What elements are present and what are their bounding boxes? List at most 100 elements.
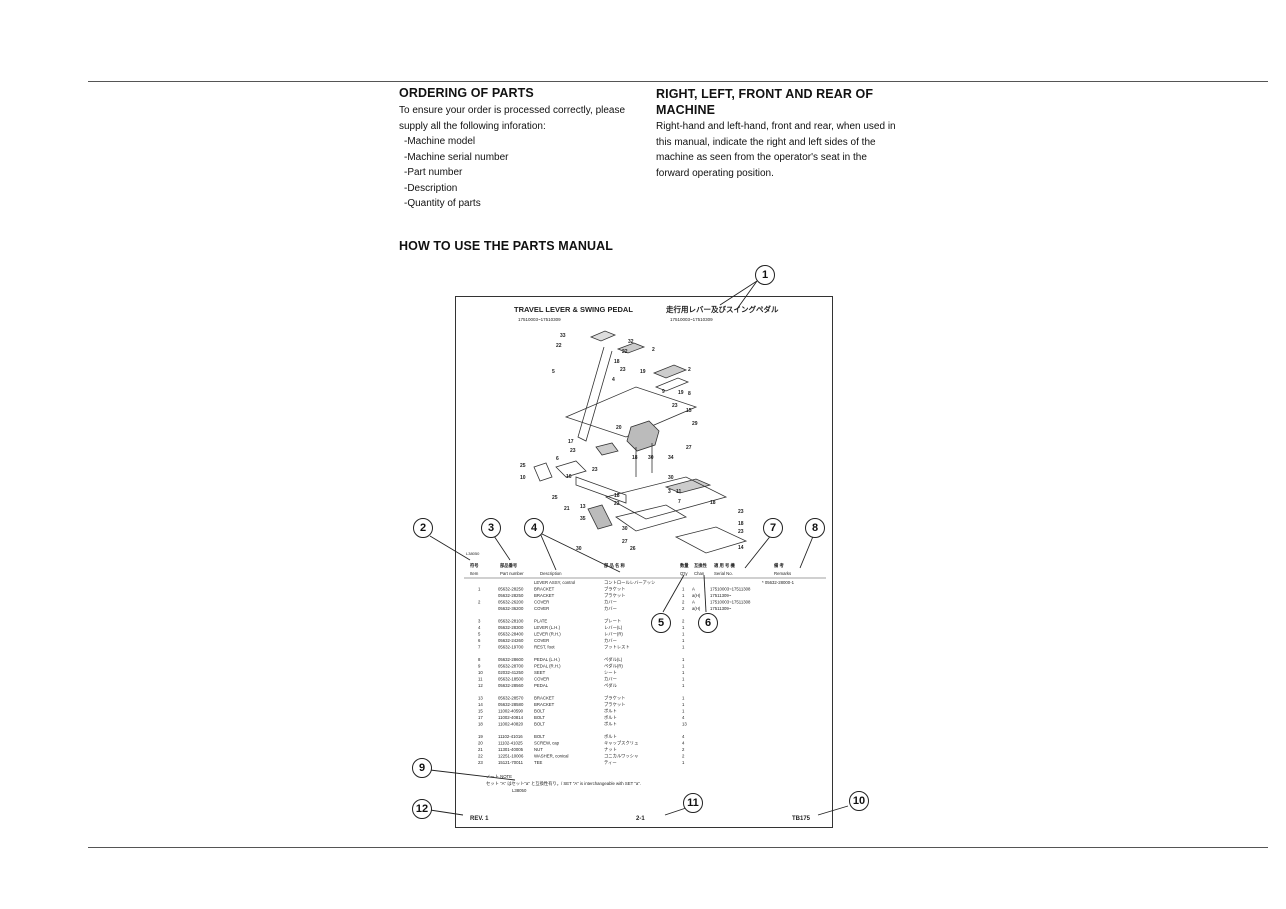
- callout-4: 4: [524, 518, 544, 538]
- table-cell: SCREW, cap: [534, 741, 560, 746]
- sample-page-drawing: TRAVEL LEVER & SWING PEDAL 走行用レバー及びスイングペ…: [464, 304, 826, 822]
- diagram-part-label: 23: [738, 529, 744, 535]
- callout-10: 10: [849, 791, 869, 811]
- diagram-part-label: 14: [738, 545, 744, 551]
- column-header-jp: 備 考: [774, 562, 784, 569]
- table-cell: 3: [478, 619, 481, 624]
- table-cell: 4: [682, 734, 685, 739]
- diagram-part-label: 33: [560, 333, 566, 339]
- table-cell: TEE: [534, 760, 542, 765]
- table-cell: COVER: [534, 638, 549, 643]
- table-cell: 15: [478, 709, 483, 714]
- table-cell: BOLT: [534, 709, 545, 714]
- table-cell: 14: [478, 702, 483, 707]
- table-cell: 1: [682, 677, 685, 682]
- table-cell: ブラケット: [604, 586, 625, 593]
- callout-2: 2: [413, 518, 433, 538]
- table-cell: カバー: [604, 600, 617, 606]
- table-cell: WASHER, conical: [534, 754, 569, 759]
- table-cell: BRACKET: [534, 696, 555, 701]
- sample-title-en: TRAVEL LEVER & SWING PEDAL: [514, 305, 633, 314]
- note-label: ノート NOTE: [486, 774, 512, 779]
- table-cell: REST, foot: [534, 645, 555, 650]
- revision-label: REV. 1: [470, 816, 489, 822]
- table-cell: 11: [478, 677, 483, 682]
- diagram-part-label: 18: [710, 500, 716, 506]
- column-header-en: Description: [540, 571, 562, 576]
- table-cell: ブラケット: [604, 695, 625, 702]
- table-cell: 11102-41016: [498, 734, 523, 739]
- table-cell: ボルト: [604, 721, 617, 727]
- sample-serial-en: 17510003~17510309: [518, 317, 561, 322]
- table-cell: 1: [682, 645, 685, 650]
- table-cell: BRACKET: [534, 702, 555, 707]
- table-cell: BRACKET: [534, 593, 555, 598]
- howto-title: HOW TO USE THE PARTS MANUAL: [399, 239, 614, 253]
- callout-8: 8: [805, 518, 825, 538]
- table-cell: 17511309~: [710, 593, 732, 598]
- table-cell: 21: [478, 747, 483, 752]
- table-cell: BOLT: [534, 734, 545, 739]
- diagram-part-label: 20: [616, 425, 622, 431]
- diagram-part-label: 7: [678, 499, 681, 505]
- list-item: -Machine model: [404, 136, 476, 147]
- table-cell: 4: [478, 625, 481, 630]
- list-item: -Part number: [404, 167, 463, 179]
- orientation-body: Right-hand and left-hand, front and rear…: [656, 121, 896, 179]
- table-cell: 05632-28300: [498, 625, 524, 630]
- table-cell: カバー: [604, 606, 617, 612]
- table-cell: 05632-24260: [498, 638, 524, 643]
- table-cell: A: [692, 600, 695, 605]
- table-cell: 05632-28580: [498, 702, 524, 707]
- table-cell: 11002-40590: [498, 709, 524, 714]
- exploded-diagram: [533, 330, 748, 554]
- column-header-jp: 符号: [470, 562, 479, 569]
- diagram-part-label: 8: [688, 391, 691, 397]
- table-cell: 05632-28570: [498, 696, 524, 701]
- diagram-part-label: 17: [568, 439, 574, 445]
- diagram-part-label: 18: [738, 521, 744, 527]
- diagram-part-label: 23: [570, 448, 576, 454]
- table-cell: シート: [604, 670, 617, 675]
- diagram-part-label: 5: [552, 369, 555, 375]
- table-cell: BOLT: [534, 722, 545, 727]
- table-cell: 05632-28400: [498, 632, 524, 637]
- diagram-part-label: 15: [686, 408, 692, 414]
- column-header-en: Item: [470, 571, 479, 576]
- column-header-en: Part number: [500, 571, 524, 576]
- table-cell: COVER: [534, 677, 549, 682]
- sample-serial-jp: 17510003~17510309: [670, 317, 713, 322]
- table-cell: LEVER (L.H.): [534, 625, 561, 630]
- table-cell: 11102-41025: [498, 741, 523, 746]
- column-header-en: Serial No.: [714, 571, 733, 576]
- ordering-intro: To ensure your order is processed correc…: [399, 105, 626, 132]
- table-cell: キャップスクリュ: [604, 741, 638, 747]
- column-header-en: Chan: [694, 571, 705, 576]
- diagram-part-label: 10: [520, 475, 526, 481]
- column-header-jp: 互換性: [694, 562, 708, 569]
- table-cell: 17510003~17511308: [710, 600, 751, 605]
- table-cell: フットレスト: [604, 645, 630, 650]
- ordering-title: ORDERING OF PARTS: [399, 86, 534, 100]
- table-cell: 13: [682, 722, 687, 727]
- diagram-part-label: 18: [614, 359, 620, 365]
- diagram-part-label: 4: [612, 377, 615, 383]
- diagram-part-label: 19: [678, 390, 684, 396]
- table-cell: コニカルワッシャ: [604, 754, 638, 760]
- diagram-part-label: 27: [622, 539, 628, 545]
- table-cell: a(H): [692, 593, 701, 598]
- list-item: -Machine serial number: [404, 151, 509, 163]
- table-cell: 19: [478, 734, 483, 739]
- diagram-part-label: 30: [668, 475, 674, 481]
- ordering-list: -Machine model -Machine serial number -P…: [404, 134, 509, 212]
- note-code: L38050: [512, 788, 527, 793]
- callout-9: 9: [412, 758, 432, 778]
- table-cell: BRACKET: [534, 587, 555, 592]
- table-cell: 18: [478, 722, 483, 727]
- table-cell: 5: [478, 632, 481, 637]
- diagram-part-label: 23: [614, 501, 620, 507]
- table-cell: 10: [478, 670, 483, 675]
- table-cell: ブラケット: [604, 701, 625, 708]
